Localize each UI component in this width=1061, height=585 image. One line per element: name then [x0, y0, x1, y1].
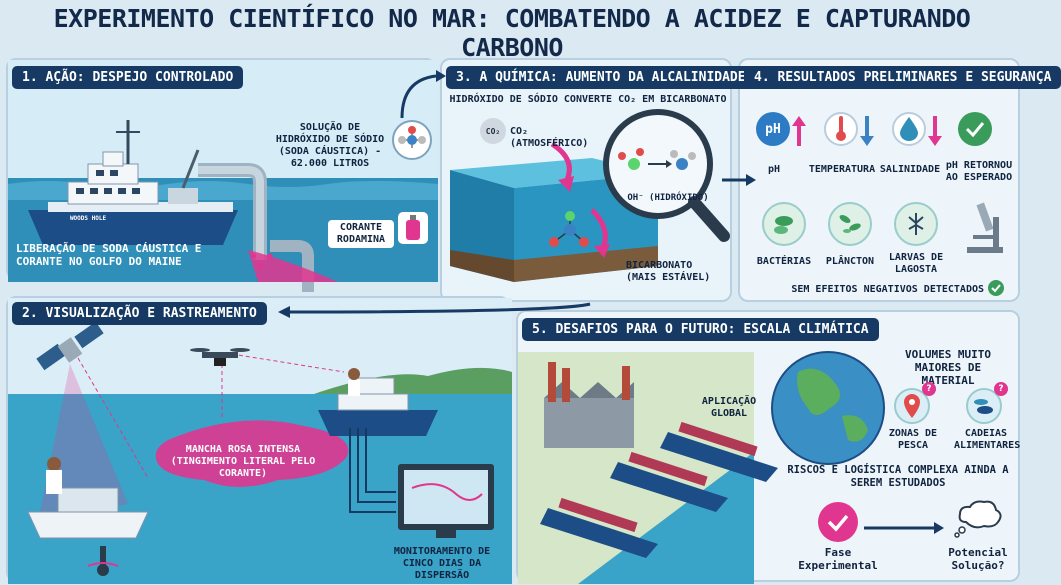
panel2-header: 2. VISUALIZAÇÃO E RASTREAMENTO: [12, 302, 267, 325]
chemistry-illustration: [450, 109, 730, 282]
salinity-down-arrow-icon: [928, 116, 942, 146]
volumes-label: VOLUMES MUITO MAIORES DE MATERIAL: [904, 348, 992, 387]
results-footer: SEM EFEITOS NEGATIVOS DETECTADOS: [791, 284, 984, 295]
organism-lobster-larvae: LARVAS DE LAGOSTA: [888, 252, 944, 275]
ship-name: WOODS HOLE: [69, 215, 107, 222]
oh-label: OH⁻ (HIDRÓXIDO): [627, 193, 709, 203]
bacteria-icon: [762, 202, 806, 246]
risks-label: RISCOS E LOGÍSTICA COMPLEXA AINDA A SERE…: [787, 464, 1009, 489]
pink-patch-label: MANCHA ROSA INTENSA (TINGIMENTO LITERAL …: [170, 444, 316, 479]
panel-chemistry: HIDRÓXIDO DE SÓDIO CONVERTE CO₂ EM BICAR…: [440, 58, 732, 302]
plankton-icon: [828, 202, 872, 246]
panel-controlled-release: WOODS HOLE SOLUÇÃO DE HIDRÓXIDO DE SÓDIO…: [6, 58, 438, 292]
fishing-zone-icon: [894, 388, 930, 424]
fishing-zones-label: ZONAS DE PESCA: [888, 428, 938, 451]
chemistry-subtitle: HIDRÓXIDO DE SÓDIO CONVERTE CO₂ EM BICAR…: [449, 94, 727, 105]
molecule-icon: [392, 120, 432, 160]
experimental-phase-label: Fase Experimental: [798, 546, 878, 572]
microscope-icon: [960, 196, 1010, 256]
panel-future-challenges: APLICAÇÃO GLOBAL VOLUMES MUITO MAIORES D…: [516, 310, 1021, 584]
release-text: LIBERAÇÃO DE SODA CÁUSTICA E CORANTE NO …: [16, 242, 202, 268]
indicator-ph: pH: [767, 164, 781, 175]
indicator-salinity: SALINIDADE: [879, 164, 941, 175]
monitoring-label: MONITORAMENTO DE CINCO DIAS DA DISPERSÃO: [393, 546, 491, 581]
tracking-illustration: [8, 298, 512, 584]
indicator-ph-returned: pH RETORNOU AO ESPERADO: [945, 160, 1013, 183]
dye-bottle-icon: [398, 212, 428, 244]
footer-check-icon: [988, 280, 1004, 296]
co2-label: CO₂ (ATMOSFÉRICO): [510, 126, 589, 149]
thermometer-icon: [824, 112, 858, 146]
food-chains-label: CADEIAS ALIMENTARES: [954, 428, 1021, 451]
panel3-header: 3. A QUÍMICA: AUMENTO DA ALCALINIDADE: [446, 66, 756, 89]
organism-bacteria: BACTÉRIAS: [756, 256, 812, 267]
dye-label: CORANTE RODAMINA: [328, 220, 394, 248]
global-application-label: APLICAÇÃO GLOBAL: [701, 396, 757, 419]
temperature-down-arrow-icon: [860, 116, 874, 146]
checkmark-icon: [958, 112, 992, 146]
panel4-header: 4. RESULTADOS PRELIMINARES E SEGURANÇA: [744, 66, 1061, 89]
organism-plankton: PLÂNCTON: [825, 256, 875, 267]
panel-tracking: MANCHA ROSA INTENSA (TINGIMENTO LITERAL …: [6, 296, 512, 584]
food-chain-question-icon: ?: [994, 382, 1008, 396]
panel-results: pH pH TEMPERATURA SALINIDADE pH RETORNOU…: [738, 58, 1020, 302]
indicator-temperature: TEMPERATURA: [808, 164, 876, 175]
page-title: EXPERIMENTO CIENTÍFICO NO MAR: COMBATEND…: [53, 4, 971, 62]
panel1-header: 1. AÇÃO: DESPEJO CONTROLADO: [12, 66, 244, 89]
fishing-question-icon: ?: [922, 382, 936, 396]
panel5-header: 5. DESAFIOS PARA O FUTURO: ESCALA CLIMÁT…: [522, 318, 879, 341]
future-illustration: [518, 351, 944, 584]
solution-label: SOLUÇÃO DE HIDRÓXIDO DE SÓDIO (SODA CÁUS…: [275, 122, 385, 169]
lobster-larvae-icon: [894, 202, 938, 246]
ph-up-arrow-icon: [792, 116, 806, 146]
salinity-drop-icon: [892, 112, 926, 146]
experimental-check-icon: [818, 502, 858, 542]
ph-icon: pH: [756, 112, 790, 146]
co2-badge: CO₂: [480, 118, 506, 144]
potential-solution-label: Potencial Solução?: [948, 546, 1008, 572]
bicarbonate-label: BICARBONATO (MAIS ESTÁVEL): [626, 260, 711, 283]
thought-bubble-icon: [954, 498, 1004, 538]
